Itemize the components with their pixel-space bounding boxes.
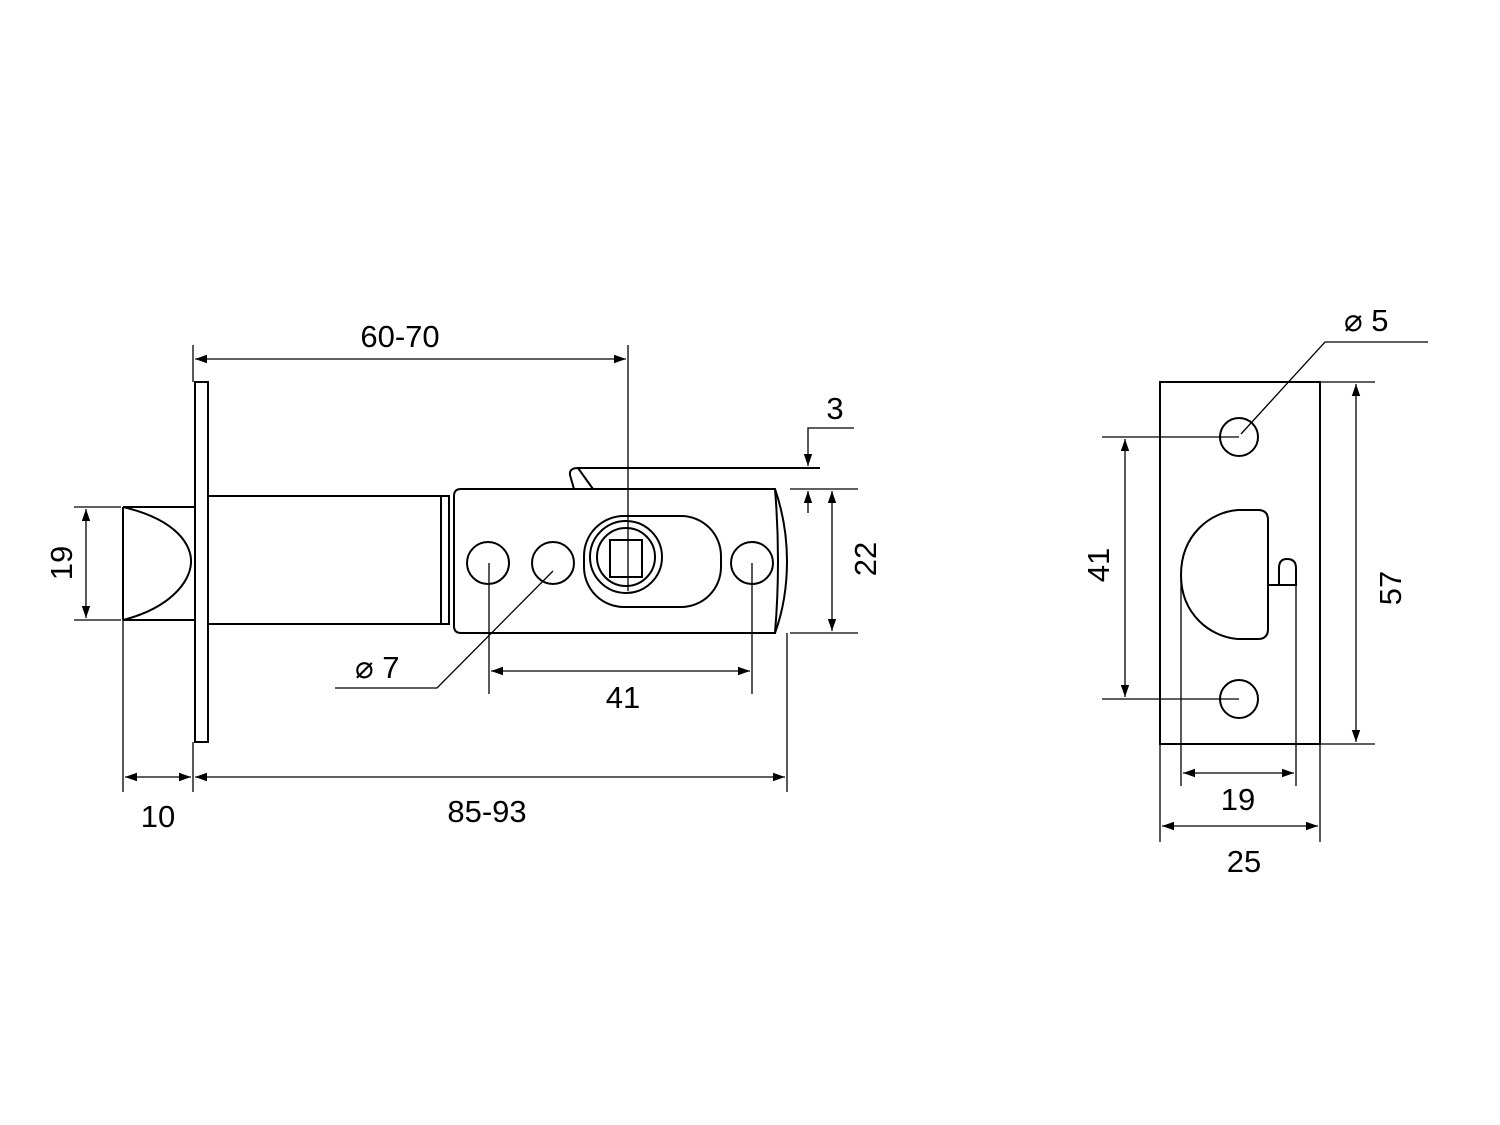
dim-hole-spacing: 41 [488,563,753,715]
dim-backset: 60-70 [192,319,629,591]
dim-overall-length-label: 85-93 [447,794,526,829]
latch-side-view: 60-70 3 22 19 41 [44,319,883,834]
dim-strike-hole-spacing-label: 41 [1081,548,1116,582]
faceplate [194,381,209,743]
latch-body-tube [207,495,450,625]
dim-strike-hole-diameter: ⌀ 5 [1240,303,1428,435]
dim-plate-height: 57 [1320,381,1408,745]
latch-case [453,488,789,634]
dim-plate-height-label: 57 [1373,571,1408,605]
dim-bolt-height: 19 [44,506,121,621]
dim-case-height-label: 22 [848,542,883,576]
spindle-square [609,539,643,578]
retraction-tab [568,467,820,490]
dim-lengths: 10 85-93 [122,620,788,834]
strike-plate-view: ⌀ 5 41 57 19 25 [1081,303,1428,879]
latch-bolt [122,506,195,621]
dim-hole-diameter: ⌀ 7 [335,570,554,689]
dim-offset: 3 [790,391,858,513]
dim-opening-width: 19 [1180,575,1297,817]
strike-small-tab [1268,557,1297,586]
spindle-slot [583,515,722,608]
dim-bolt-height-label: 19 [44,546,79,580]
dim-strike-hole-diameter-label: ⌀ 5 [1344,303,1389,338]
dim-bolt-projection-label: 10 [141,799,175,834]
strike-bolt-opening [1179,509,1269,640]
strike-plate [1159,381,1321,745]
case-hole-2 [531,541,575,585]
dim-hole-diameter-label: ⌀ 7 [355,650,400,685]
dim-backset-label: 60-70 [360,319,439,354]
dim-offset-label: 3 [826,391,843,426]
dim-plate-width-label: 25 [1227,844,1261,879]
dim-strike-hole-spacing: 41 [1081,436,1239,700]
dim-opening-width-label: 19 [1221,782,1255,817]
case-hole-1 [466,541,510,585]
dim-case-height: 22 [790,491,883,634]
dim-plate-width: 25 [1159,744,1321,879]
dim-hole-spacing-label: 41 [606,680,640,715]
